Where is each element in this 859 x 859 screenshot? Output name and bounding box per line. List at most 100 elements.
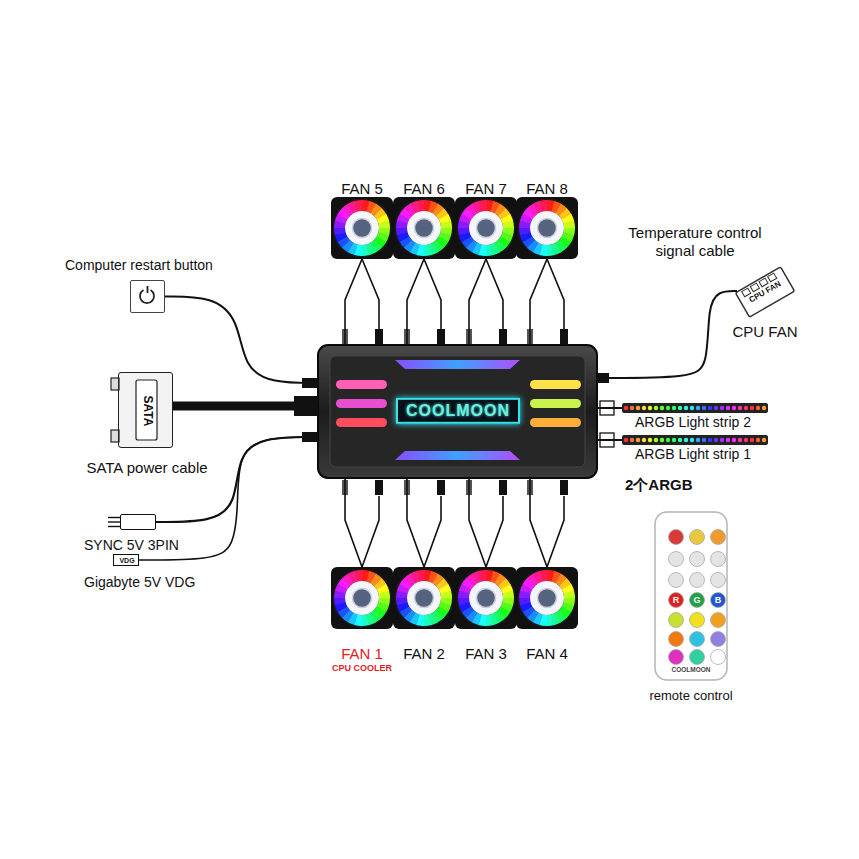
remote-body <box>655 512 727 680</box>
argb-led <box>678 438 682 442</box>
restart-label: Computer restart button <box>65 257 213 273</box>
fan-illustration <box>331 197 393 259</box>
fan-shroud <box>457 199 516 258</box>
remote-button <box>669 650 684 665</box>
fan-led-ring <box>361 244 369 256</box>
fan-frame <box>393 197 455 259</box>
hub-light-bar <box>336 380 387 389</box>
argb-led <box>642 406 646 410</box>
fan-blades <box>345 581 379 615</box>
fan-label: FAN 7 <box>465 180 507 197</box>
fan-led-ring <box>361 614 369 626</box>
hub-light-bar <box>336 399 387 408</box>
fan-shroud <box>333 569 392 628</box>
fan-illustration <box>393 197 455 259</box>
fan-shroud <box>518 199 577 258</box>
cpu-fan-label: CPU FAN <box>732 323 797 340</box>
vdg-connector: VDGGigabyte 5V VDG <box>113 554 139 566</box>
remote-button <box>669 573 684 588</box>
fan-led-ring <box>355 570 363 582</box>
argb-led <box>732 406 736 410</box>
argb-led <box>648 438 652 442</box>
connector-marking: SATA <box>140 396 154 427</box>
vdg-label: Gigabyte 5V VDG <box>84 574 195 590</box>
fan-wire <box>547 496 564 567</box>
fan-label: FAN 4 <box>526 645 568 662</box>
argb-led <box>654 406 658 410</box>
restart-button-face <box>130 280 165 313</box>
fan-node: FAN 6 <box>393 197 455 259</box>
fan-led-ring <box>417 570 425 582</box>
argb-led <box>636 406 640 410</box>
argb-led <box>708 438 712 442</box>
remote-button <box>690 613 705 628</box>
argb-led <box>630 406 634 410</box>
remote-button <box>711 613 726 628</box>
argb-led <box>726 438 730 442</box>
argb-led <box>702 406 706 410</box>
fan-led-ring <box>378 591 390 599</box>
argb-led <box>696 438 700 442</box>
argb-strip-body <box>622 403 768 413</box>
restart-symbol <box>147 286 149 293</box>
fan-led-ring <box>355 200 363 212</box>
fan-plug <box>375 329 383 344</box>
fan-led-ring <box>423 614 431 626</box>
argb-led <box>696 406 700 410</box>
argb-led <box>708 406 712 410</box>
fan-led-ring <box>440 221 452 229</box>
fan-node: FAN 5 <box>331 197 393 259</box>
argb-strip: ARGB Light strip 1 <box>622 435 768 445</box>
remote-button <box>711 593 726 608</box>
sata-connector: SATASATA power cable <box>118 372 173 448</box>
fan-led-ring <box>519 597 531 605</box>
fan-illustration <box>455 567 517 629</box>
fan-frame <box>393 567 455 629</box>
argb-led <box>672 406 676 410</box>
fan-led-ring <box>479 570 487 582</box>
fan-wire <box>547 259 564 330</box>
fan-blades <box>469 211 503 245</box>
restart-button: Computer restart button <box>130 280 165 313</box>
remote-button <box>669 552 684 567</box>
cable-connector <box>469 478 486 567</box>
fan-wire <box>486 496 503 567</box>
remote-button <box>669 593 684 608</box>
cable-connector <box>597 439 622 441</box>
button-letter: B <box>715 595 722 605</box>
cable-connector <box>597 407 622 409</box>
cpu-fan-connector: CPU FANCPU FAN <box>737 266 793 316</box>
fan-hub-controller: COOLMOON <box>318 345 597 478</box>
fan-led-ring <box>423 244 431 256</box>
fan-blades <box>469 581 503 615</box>
argb-led <box>714 438 718 442</box>
remote-button <box>711 650 726 665</box>
argb-led <box>666 438 670 442</box>
fan-frame <box>516 197 578 259</box>
fan-shroud <box>457 569 516 628</box>
remote-button <box>690 573 705 588</box>
argb-led <box>684 438 688 442</box>
button-letter: R <box>673 595 680 605</box>
argb-led <box>762 406 766 410</box>
remote-button <box>690 650 705 665</box>
fan-led-ring <box>540 200 548 212</box>
remote-button <box>690 632 705 647</box>
fan-led-ring <box>546 614 554 626</box>
fan-plug <box>499 480 507 495</box>
fan-blades <box>407 581 441 615</box>
cable-connector <box>345 478 362 567</box>
fan-led-ring <box>458 597 470 605</box>
fan-led-ring <box>440 591 452 599</box>
cable-connector <box>407 259 424 345</box>
header-body <box>735 267 794 317</box>
argb-led <box>744 406 748 410</box>
fan-shroud <box>395 569 454 628</box>
strip-label: ARGB Light strip 2 <box>635 414 751 430</box>
argb-led <box>750 438 754 442</box>
argb-strip: ARGB Light strip 2 <box>622 403 768 413</box>
argb-led <box>720 406 724 410</box>
fan-node: FAN 2 <box>393 567 455 629</box>
remote-button <box>669 530 684 545</box>
remote-button <box>711 552 726 567</box>
